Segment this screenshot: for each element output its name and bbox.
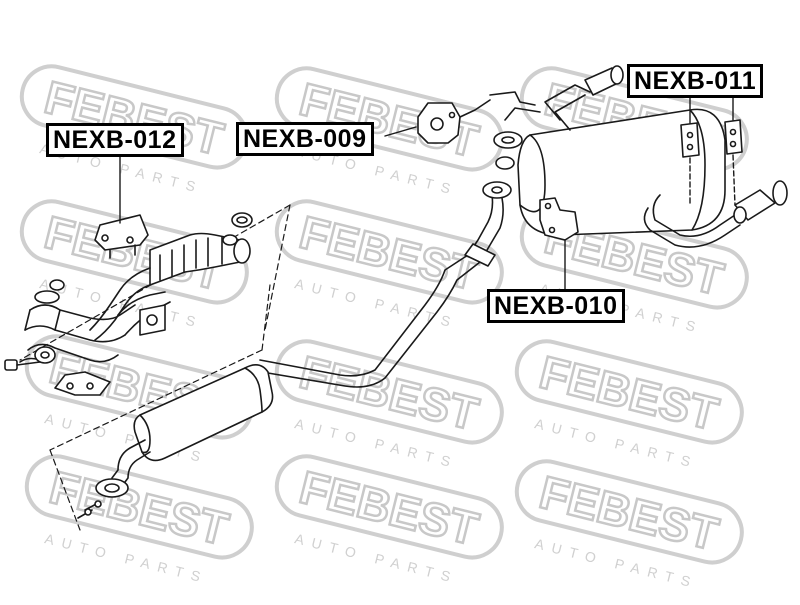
watermark-11: FEBEST AUTO PARTS bbox=[274, 454, 504, 586]
rear-upper-pipes bbox=[482, 91, 541, 199]
lower-front-pipe bbox=[77, 439, 151, 519]
watermark-12: FEBEST AUTO PARTS bbox=[514, 459, 744, 591]
rear-tailpipe bbox=[544, 65, 788, 248]
intermediate-pipe bbox=[259, 184, 506, 388]
watermark-9: FEBEST AUTO PARTS bbox=[514, 339, 744, 471]
front-catalytic-converter bbox=[89, 232, 251, 341]
watermark-10: FEBEST AUTO PARTS bbox=[24, 454, 254, 586]
exhaust-manifold bbox=[4, 279, 136, 396]
center-muffler bbox=[133, 364, 274, 462]
rear-muffler bbox=[517, 108, 726, 236]
nexb-012-bracket bbox=[94, 214, 149, 259]
flange-rings-front bbox=[222, 212, 253, 246]
watermark-5: FEBEST AUTO PARTS bbox=[274, 199, 504, 331]
nexb-009-mount bbox=[417, 99, 491, 144]
part-label-nexb-010[interactable]: NEXB-010 bbox=[487, 289, 625, 323]
part-label-nexb-009[interactable]: NEXB-009 bbox=[236, 122, 374, 156]
leader-lines bbox=[119, 94, 736, 291]
nexb-011-hangers bbox=[680, 119, 743, 158]
part-label-nexb-012[interactable]: NEXB-012 bbox=[46, 123, 184, 157]
front-y-pipe bbox=[117, 291, 171, 336]
nexb-010-bracket bbox=[539, 197, 579, 241]
part-label-nexb-011[interactable]: NEXB-011 bbox=[627, 64, 764, 98]
exhaust-line-art bbox=[4, 65, 788, 531]
